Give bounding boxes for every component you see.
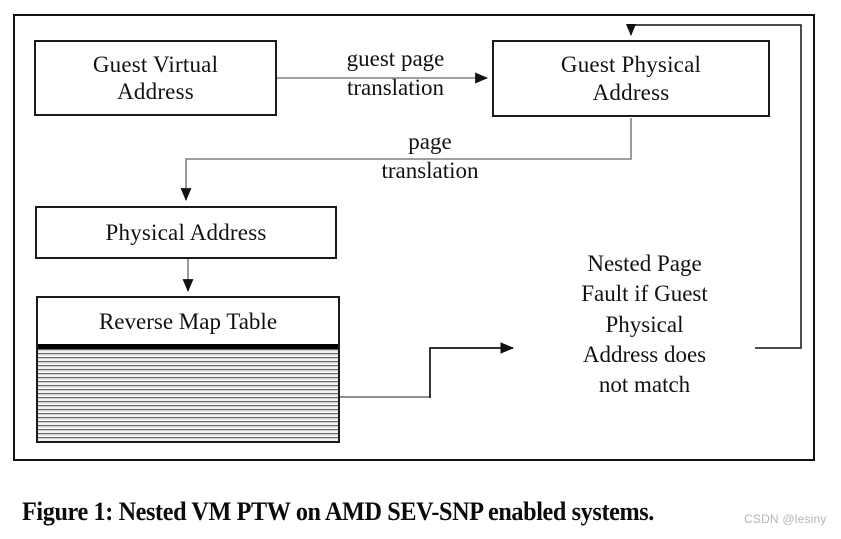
node-reverse-map-table[interactable]: Reverse Map Table [36,296,340,443]
reverse-map-table-entries [38,349,338,441]
figure-outer-border [13,14,815,461]
annotation-nested-page-fault: Nested Page Fault if Guest Physical Addr… [528,249,761,401]
watermark-text: CSDN @lesiny [744,512,827,526]
edge-label-line-2: translation [346,75,445,101]
annotation-line-1: Nested Page [587,251,702,276]
annotation-line-2: Fault if Guest [581,281,708,307]
edge-label-line-1: guest page [346,46,445,71]
edge-label-line-1: page [408,129,452,154]
annotation-line-3: Physical [605,311,684,337]
reverse-map-table-label: Reverse Map Table [98,308,278,334]
edge-label-guest-page-translation: guest page translation [303,44,488,103]
node-guest-virtual-address[interactable]: Guest Virtual Address [34,40,277,116]
reverse-map-table-header: Reverse Map Table [38,298,338,345]
reverse-map-table-divider [38,344,338,349]
node-guest-physical-address[interactable]: Guest Physical Address [492,40,770,117]
annotation-line-5: not match [598,372,691,398]
edge-label-page-translation: page translation [330,127,530,186]
node-guest-virtual-address-label: Guest Virtual Address [92,51,219,104]
figure-caption: Figure 1: Nested VM PTW on AMD SEV-SNP e… [22,497,654,526]
annotation-line-4: Address does [582,342,707,368]
node-physical-address-label: Physical Address [105,219,267,245]
node-guest-physical-address-label: Guest Physical Address [560,52,702,105]
node-physical-address[interactable]: Physical Address [35,206,337,259]
edge-label-line-2: translation [381,158,479,184]
